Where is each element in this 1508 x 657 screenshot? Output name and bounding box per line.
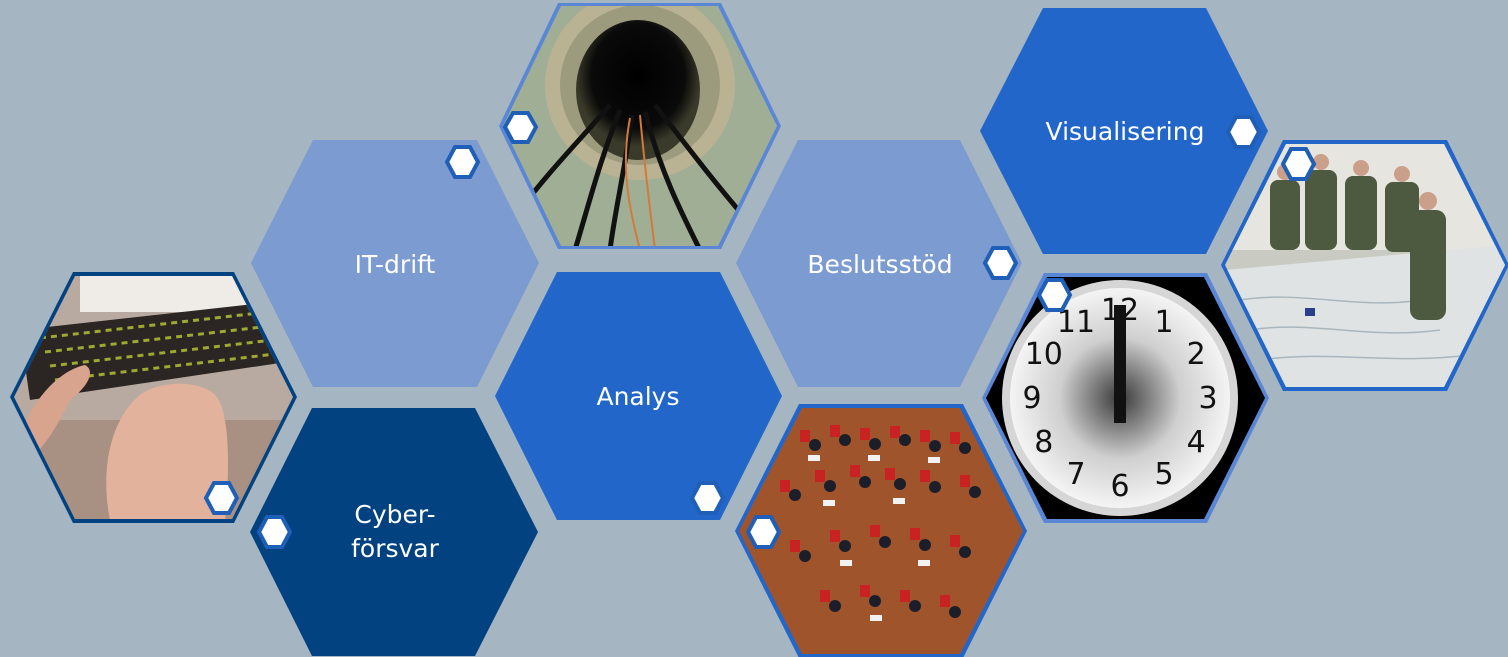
clock-numeral: 6: [1110, 469, 1129, 504]
clock-numeral: 10: [1025, 337, 1063, 372]
cables-photo-icon: [503, 6, 777, 246]
tile-cyberforsvar-line2: försvar: [351, 534, 440, 563]
hex-dot-icon[interactable]: [1225, 115, 1262, 149]
hex-dot-icon[interactable]: [689, 481, 726, 515]
hex-dot-icon[interactable]: [444, 145, 481, 179]
tile-it-drift-label: IT-drift: [355, 250, 436, 279]
clock-numeral: 9: [1022, 381, 1041, 416]
hex-dot-icon[interactable]: [502, 111, 539, 144]
tile-beslutsstod[interactable]: Beslutsstöd: [736, 140, 1022, 387]
keyboard-photo-icon: [14, 276, 293, 519]
clock-numeral: 2: [1187, 337, 1206, 372]
clock-numeral: 5: [1154, 457, 1173, 492]
photo-soldiers[interactable]: [1220, 140, 1508, 391]
photo-orchestra[interactable]: [735, 400, 1030, 657]
tile-analys-label: Analys: [596, 382, 679, 411]
photo-keyboard[interactable]: [0, 270, 300, 530]
tile-cyberforsvar-line1: Cyber-: [354, 500, 435, 529]
hex-dots: [203, 111, 1317, 549]
clock-numeral: 3: [1198, 381, 1217, 416]
hex-dot-icon[interactable]: [982, 246, 1019, 280]
hex-dot-icon[interactable]: [1036, 278, 1073, 312]
photo-clock[interactable]: 121234567891011: [980, 270, 1272, 525]
hex-dot-icon[interactable]: [1280, 147, 1317, 181]
clock-numeral: 1: [1154, 305, 1173, 340]
hex-dot-icon[interactable]: [256, 515, 293, 549]
tile-visualisering[interactable]: Visualisering: [980, 8, 1268, 254]
clock-numeral: 8: [1034, 425, 1053, 460]
clock-numeral: 4: [1187, 425, 1206, 460]
tile-it-drift[interactable]: IT-drift: [251, 140, 539, 387]
orchestra-photo-icon: [739, 408, 1023, 654]
tile-analys[interactable]: Analys: [495, 272, 782, 520]
photo-cables[interactable]: [495, 0, 785, 250]
tile-cyberforsvar[interactable]: Cyber- försvar: [250, 408, 538, 656]
clock-photo-icon: 121234567891011: [986, 277, 1265, 519]
hex-dot-icon[interactable]: [203, 481, 240, 515]
clock-numeral: 7: [1066, 457, 1085, 492]
hex-dot-icon[interactable]: [745, 515, 782, 549]
tile-visualisering-label: Visualisering: [1046, 117, 1205, 146]
tile-beslutsstod-label: Beslutsstöd: [807, 250, 952, 279]
